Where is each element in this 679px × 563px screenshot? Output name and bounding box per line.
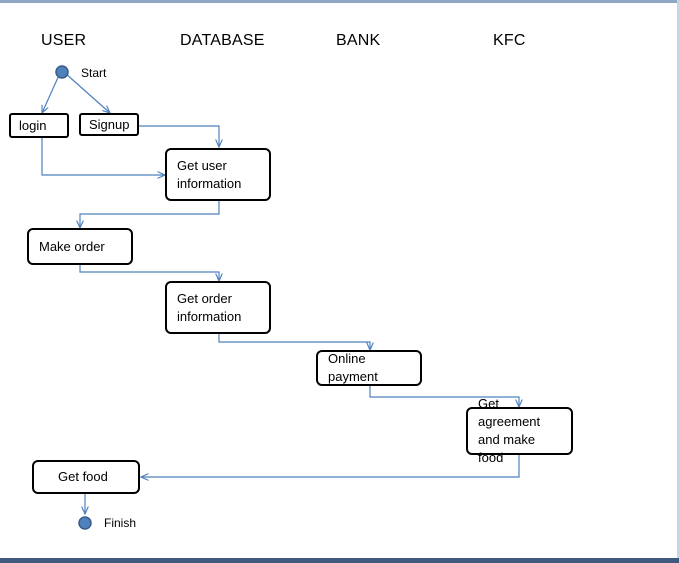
edge-get-order-info-to-online-payment [218,333,370,350]
lane-header-kfc: KFC [493,32,526,49]
node-get-agreement-label: Get agreement and make food [478,396,541,465]
right-border [677,0,679,558]
node-get-agreement-and-make-food: Get agreement and make food [466,396,573,465]
node-online-payment: Online payment [316,350,422,386]
node-online-payment-label: Online payment [328,351,378,384]
edge-get-agreement-to-get-food [141,455,520,477]
edge-start-to-login [42,72,61,113]
node-make-order-label: Make order [39,238,105,254]
finish-label: Finish [104,516,137,530]
start-label: Start [81,66,107,80]
node-login-label: login [19,117,47,133]
node-get-user-information: Get user information [165,148,271,201]
node-signup: Signup [79,113,139,136]
node-get-user-information-label: Get user information [177,157,242,191]
finish-node [78,516,92,530]
node-get-order-information: Get order information [165,281,271,334]
node-get-order-information-label: Get order information [177,290,242,324]
edge-login-to-get-user-info [41,138,165,175]
bottom-border [0,558,679,563]
start-node [55,65,69,79]
edge-make-order-to-get-order-info [79,265,219,281]
edge-online-payment-to-get-agreement [369,386,519,407]
node-signup-label: Signup [89,116,130,132]
node-get-food-label: Get food [58,469,108,484]
edge-signup-to-get-user-info [139,125,219,147]
node-make-order: Make order [27,228,133,265]
edge-start-to-signup [64,72,110,113]
node-login: login [9,113,69,138]
node-get-food: Get food [32,460,140,494]
edge-get-user-info-to-make-order [80,201,220,228]
lane-header-user: USER [41,32,87,49]
top-border [0,0,679,3]
lane-header-database: DATABASE [180,32,265,49]
lane-header-bank: BANK [336,32,381,49]
